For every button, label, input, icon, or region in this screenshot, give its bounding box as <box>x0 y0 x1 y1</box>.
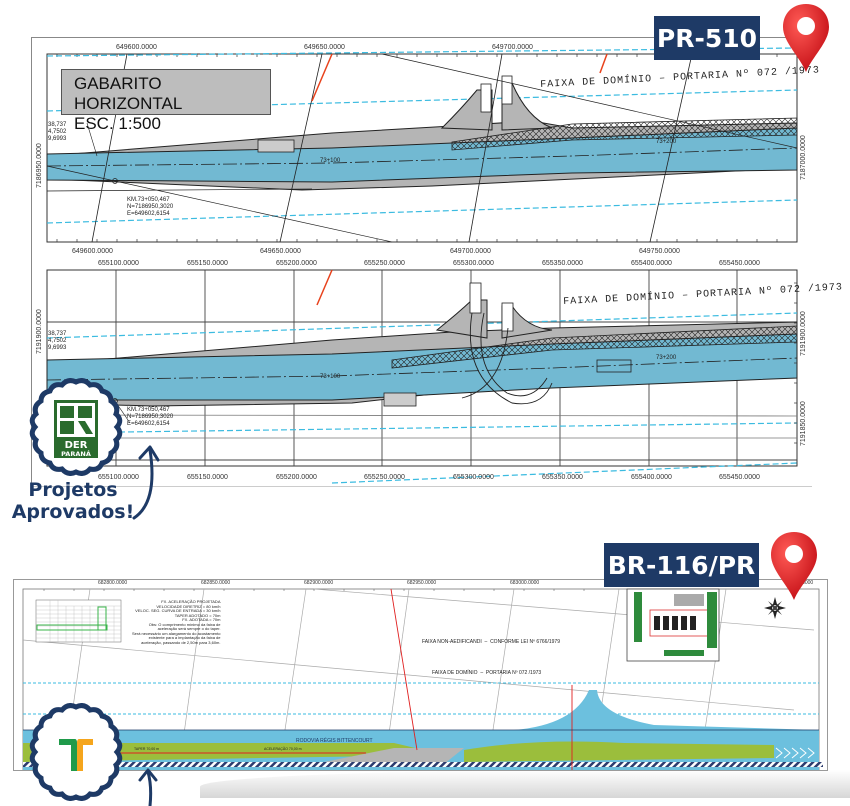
point-note: KM.73+050,467 N=7186950,3020 E=649602,61… <box>127 197 174 217</box>
station-label: 73+100 <box>320 158 341 164</box>
x-label-top: 655350.0000 <box>542 260 583 267</box>
taper-label: TAPER 70,00 m <box>134 747 160 751</box>
y-label-left: 7191900.0000 <box>36 309 43 354</box>
x-label-bottom: 649650.0000 <box>260 248 301 255</box>
x-label-top: 655400.0000 <box>631 260 672 267</box>
acceleration-notes: FX. ACELERAÇÃO PROJETADA VELOCIDADE DIRE… <box>132 599 221 645</box>
x-label-top: 649600.0000 <box>116 44 157 51</box>
x-label-bottom: 655100.0000 <box>98 474 139 481</box>
x-label-bottom: 649750.0000 <box>639 248 680 255</box>
x-label-bottom: 655250.0000 <box>364 474 405 481</box>
br116-tag: BR-116/PR <box>604 543 759 587</box>
y-label-right: 7187000.0000 <box>800 135 807 180</box>
caption-line1: Projetos <box>28 479 118 501</box>
pr510-drawing-frame: 649600.0000 649650.0000 649700.0000 6496… <box>31 37 843 487</box>
pr510-tag: PR-510 <box>654 16 760 60</box>
x-label-top: 682900.0000 <box>304 580 334 586</box>
br116-drawing-frame: 682800.0000 682850.0000 682900.0000 6829… <box>13 579 828 771</box>
caption-line2: Aprovados! <box>11 500 135 523</box>
der-parana-badge: DER PARANÁ <box>29 378 123 476</box>
x-label-top: 649700.0000 <box>492 44 533 51</box>
station-label: 73+100 <box>320 374 341 380</box>
x-label-bottom: 649600.0000 <box>72 248 113 255</box>
x-label-top: 682850.0000 <box>201 580 231 586</box>
station-label: 73+200 <box>656 139 677 145</box>
x-label-bottom: 655300.0000 <box>453 474 494 481</box>
pr510-tag-label: PR-510 <box>656 23 758 53</box>
bottom-shadow <box>200 770 850 798</box>
der-badge-top: DER <box>65 440 88 451</box>
x-label-bottom: 655150.0000 <box>187 474 228 481</box>
faixa-dominio-label: FAIXA DE DOMÍNIO – PORTARIA Nº 072 /1973 <box>432 670 542 676</box>
location-pin-icon <box>771 532 817 600</box>
faixa-non-aedificandi-label: FAIXA NON-AEDIFICANDI – CONFORME LEI Nº … <box>422 639 560 645</box>
x-label-top: 655250.0000 <box>364 260 405 267</box>
x-label-bottom: 655350.0000 <box>542 474 583 481</box>
curve-note: 38,737 4,7502 9,6993 <box>48 331 67 351</box>
x-label-bottom: 655450.0000 <box>719 474 760 481</box>
gabarito-title: GABARITO HORIZONTAL <box>74 74 183 113</box>
accel-length-label: ACELERAÇÃO 70,00 m <box>264 747 302 751</box>
x-label-bottom: 649700.0000 <box>450 248 491 255</box>
gabarito-title-box: GABARITO HORIZONTAL ESC. 1:500 <box>61 69 271 133</box>
x-label-top: 682950.0000 <box>407 580 437 586</box>
gabarito-scale: ESC. 1:500 <box>74 114 161 133</box>
road-name-label: RODOVIA RÉGIS BITTENCOURT <box>296 738 373 744</box>
point-note: KM.73+050,467 N=7186950,3020 E=649602,61… <box>127 407 174 427</box>
y-label-right: 7191850.0000 <box>800 401 807 446</box>
location-pin-icon <box>783 4 829 72</box>
y-label-right: 7191900.0000 <box>800 311 807 356</box>
curved-arrow-icon <box>132 445 160 520</box>
x-label-top: 649650.0000 <box>304 44 345 51</box>
antt-badge <box>29 703 123 801</box>
x-label-top: 683000.0000 <box>510 580 540 586</box>
x-label-top: 682800.0000 <box>98 580 128 586</box>
x-label-top: 655300.0000 <box>453 260 494 267</box>
x-label-top: 655200.0000 <box>276 260 317 267</box>
compass-rose-icon <box>764 597 786 619</box>
curved-arrow-icon <box>138 768 158 806</box>
br116-tag-label: BR-116/PR <box>607 550 756 580</box>
x-label-top: 655100.0000 <box>98 260 139 267</box>
x-label-bottom: 655200.0000 <box>276 474 317 481</box>
x-label-bottom: 655400.0000 <box>631 474 672 481</box>
y-label-left: 7186950.0000 <box>36 143 43 188</box>
x-label-top: 655450.0000 <box>719 260 760 267</box>
x-label-top: 655150.0000 <box>187 260 228 267</box>
curve-note: 38,737 4,7502 9,6993 <box>48 122 67 142</box>
approved-caption: Projetos Aprovados! <box>8 479 138 524</box>
der-badge-bottom: PARANÁ <box>61 449 91 458</box>
pr510-drawing-svg <box>46 47 798 484</box>
station-label: 73+200 <box>656 355 677 361</box>
br116-drawing-svg <box>22 588 823 770</box>
